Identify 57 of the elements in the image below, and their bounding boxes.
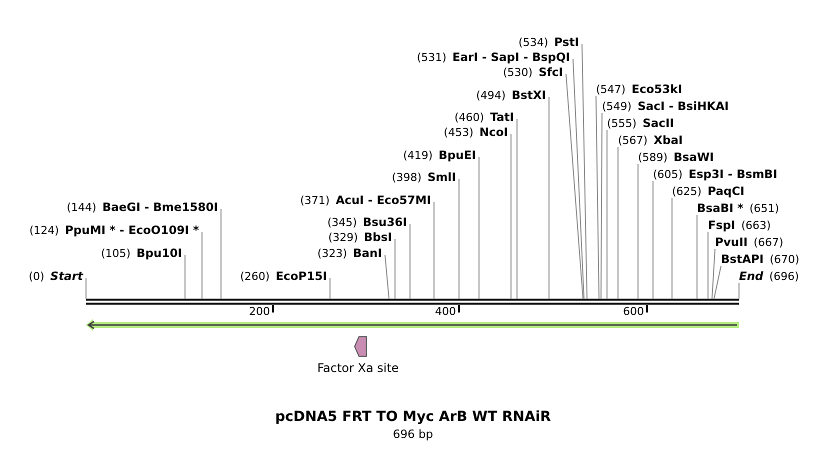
site-label: (494) BstXI xyxy=(476,87,546,101)
leader-line xyxy=(600,112,602,300)
leader-line xyxy=(516,118,518,300)
site-label: (398) SmlI xyxy=(392,169,456,183)
site-label: (329) BbsI xyxy=(328,229,392,243)
leader-line xyxy=(582,44,588,300)
site-label: (460) TatI xyxy=(454,109,514,123)
site-label: (105) Bpu10I xyxy=(100,245,182,259)
site-label: (567) XbaI xyxy=(618,132,683,146)
leader-line xyxy=(696,214,698,300)
site-label: (625) PaqCI xyxy=(672,183,744,197)
leader-line xyxy=(220,208,222,300)
scale-label: 600 xyxy=(623,305,644,319)
site-label: (419) BpuEI xyxy=(403,147,476,161)
leader-line xyxy=(714,266,722,300)
sequence-start-label: (0) Start xyxy=(28,268,83,282)
site-label: (124) PpuMI * - EcoO109I * xyxy=(29,222,199,236)
diagram-title: pcDNA5 FRT TO Myc ArB WT RNAiR xyxy=(275,409,551,426)
site-label: (345) Bsu36I xyxy=(327,214,407,228)
leader-line xyxy=(566,74,584,300)
leader-line xyxy=(478,156,480,300)
leader-line xyxy=(458,178,460,300)
feature-label: Factor Xa site xyxy=(317,361,399,375)
leader-line xyxy=(572,58,584,300)
site-label: (555) SacII xyxy=(607,115,674,129)
site-label: FspI (663) xyxy=(708,217,771,231)
leader-line xyxy=(606,130,608,300)
site-label: (589) BsaWI xyxy=(638,149,714,163)
dna-backbone xyxy=(86,298,739,305)
site-label: (260) EcoP15I xyxy=(240,268,327,282)
site-label: (453) NcoI xyxy=(444,124,508,138)
site-label: BstAPI (670) xyxy=(721,251,800,265)
leader-line xyxy=(738,282,740,300)
site-label: PvuII (667) xyxy=(715,234,784,248)
site-label: (531) EarI - SapI - BspQI xyxy=(416,49,570,63)
leader-line xyxy=(596,96,600,300)
leader-line xyxy=(652,180,654,300)
leader-line xyxy=(548,96,550,300)
feature-bar xyxy=(86,319,739,331)
scale-label: 400 xyxy=(435,305,456,319)
sequence-end-label: End (696) xyxy=(739,268,799,282)
site-label: (323) BanI xyxy=(317,245,382,259)
scale-label: 200 xyxy=(249,305,270,319)
leader-line xyxy=(394,238,396,300)
leader-line xyxy=(510,134,512,300)
site-label: (547) Eco53kI xyxy=(596,81,682,95)
site-label: (144) BaeGI - Bme1580I xyxy=(66,199,218,213)
site-label: (605) Esp3I - BsmBI xyxy=(653,166,778,180)
diagram-caption: 696 bp xyxy=(392,427,434,441)
leader-line xyxy=(384,254,390,300)
site-label: (371) AcuI - Eco57MI xyxy=(300,192,431,206)
site-label: (534) PstI xyxy=(518,34,579,48)
leader-line xyxy=(184,254,186,300)
site-label: (549) SacI - BsiHKAI xyxy=(602,98,729,112)
site-label: (530) SfcI xyxy=(503,64,563,78)
leader-line xyxy=(712,248,716,300)
site-label: BsaBI * (651) xyxy=(697,200,780,214)
